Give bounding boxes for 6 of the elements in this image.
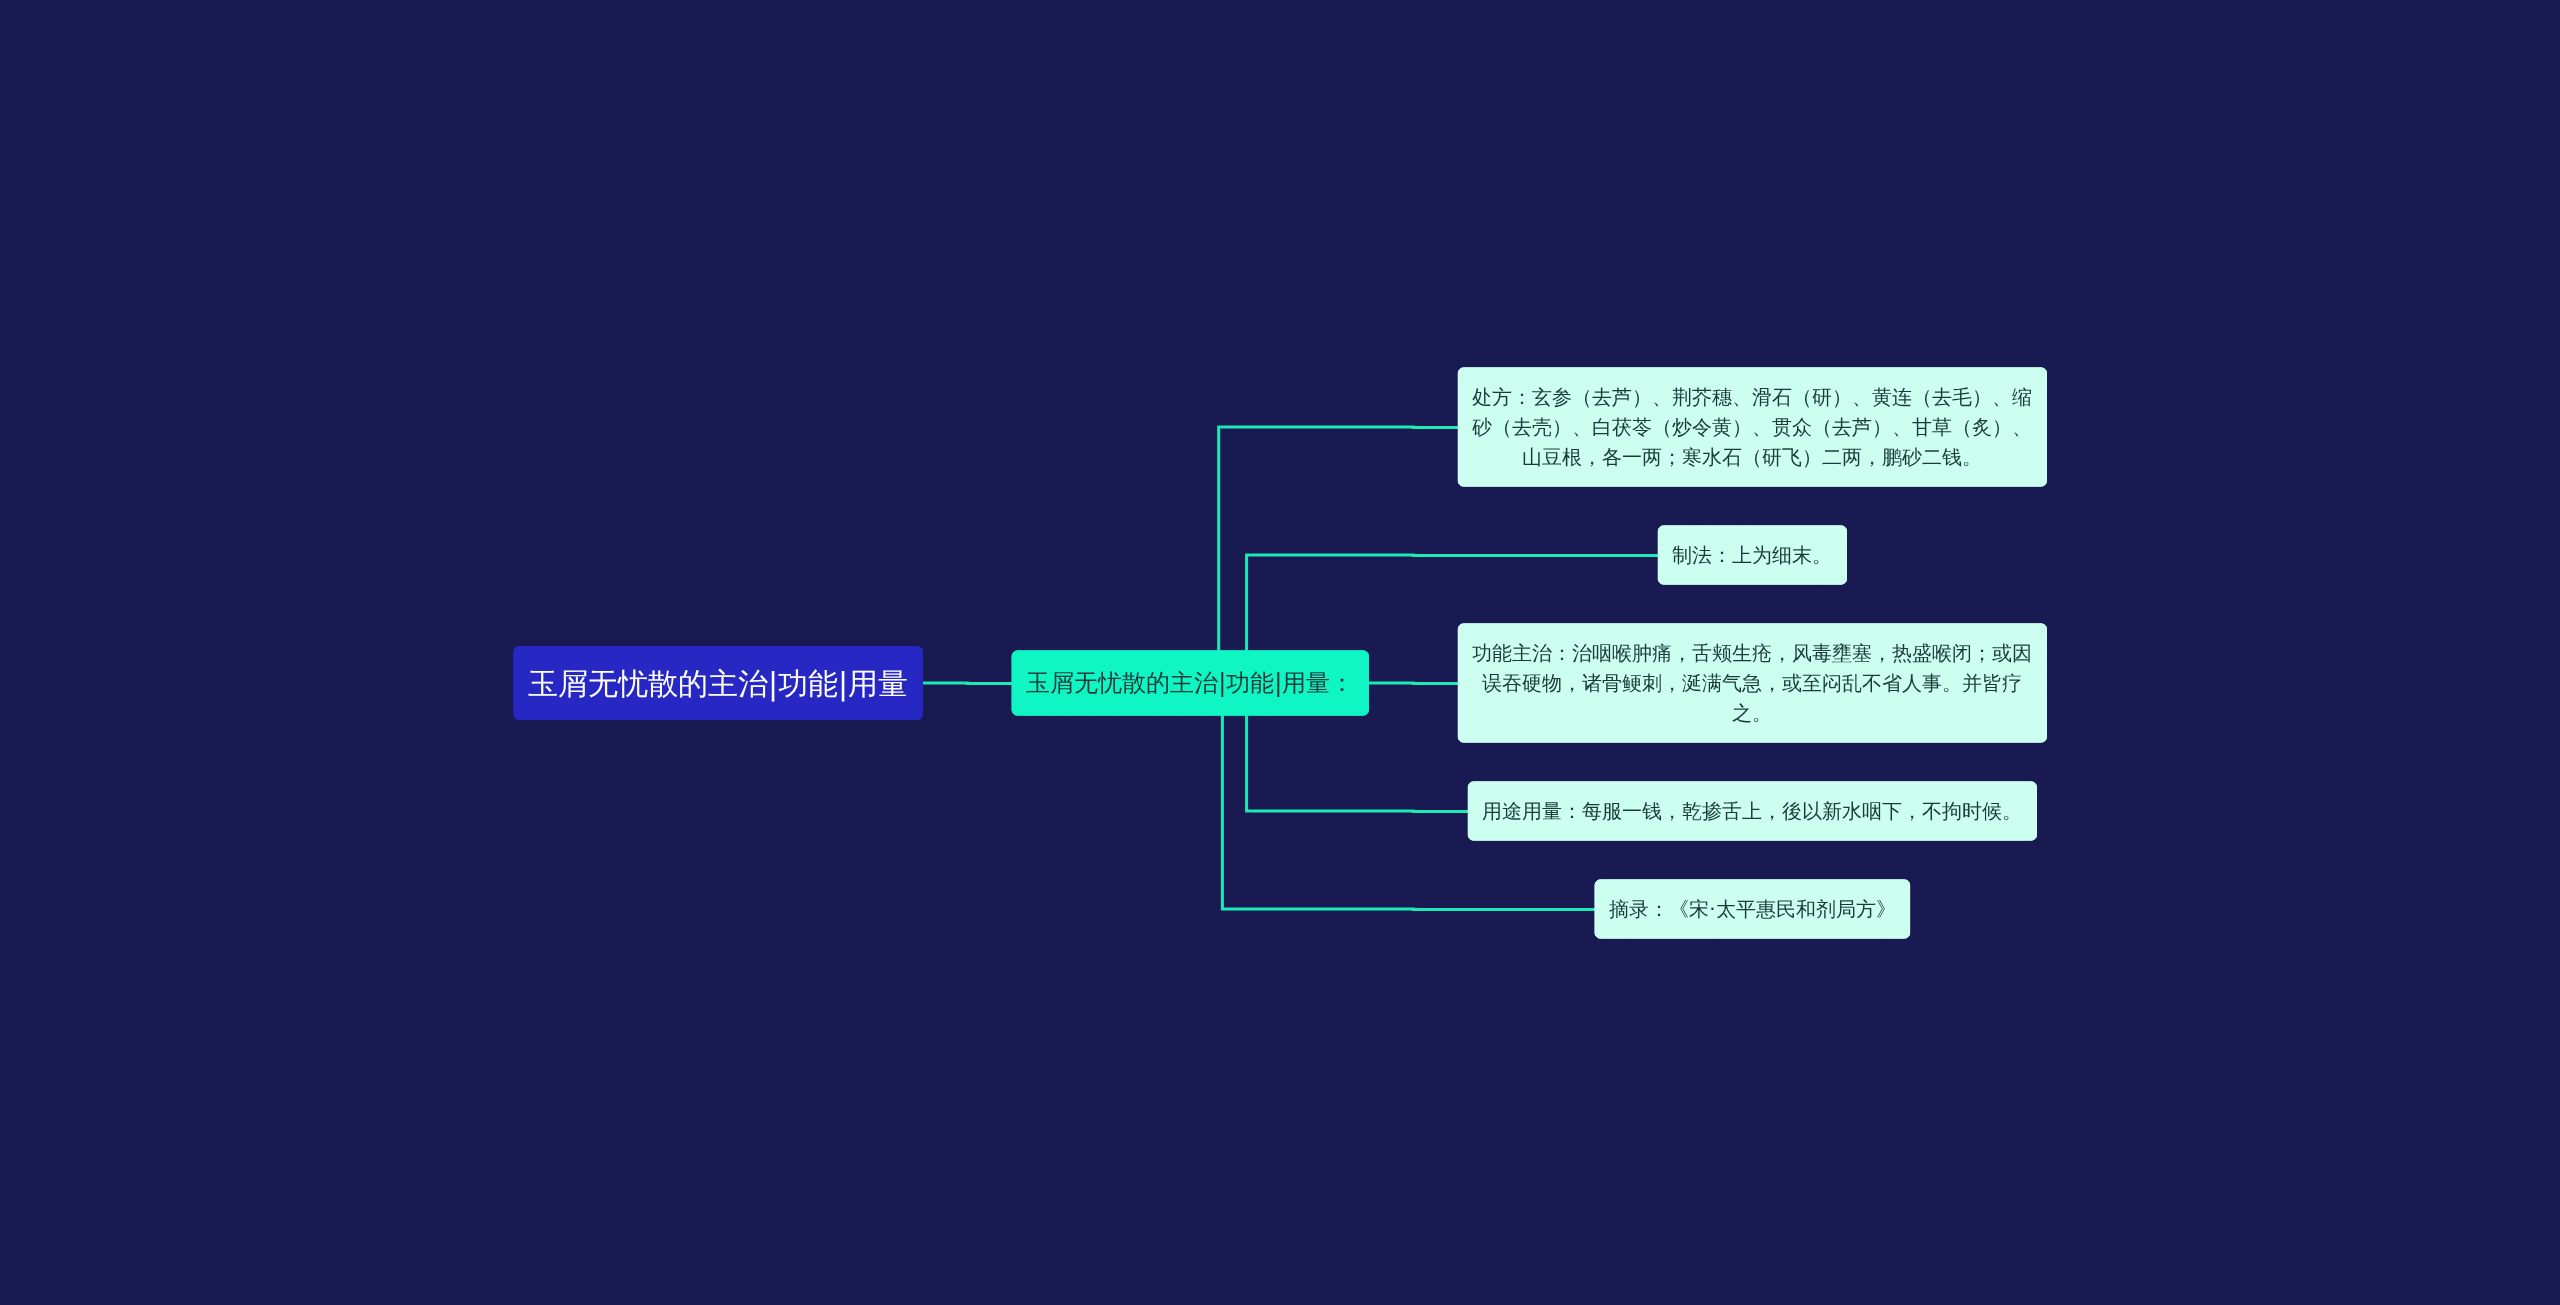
connector xyxy=(1220,715,1596,911)
connector xyxy=(1244,715,1469,813)
connector xyxy=(1367,681,1459,685)
connector xyxy=(921,681,1013,685)
connector xyxy=(1244,553,1659,651)
connector xyxy=(1217,425,1459,651)
